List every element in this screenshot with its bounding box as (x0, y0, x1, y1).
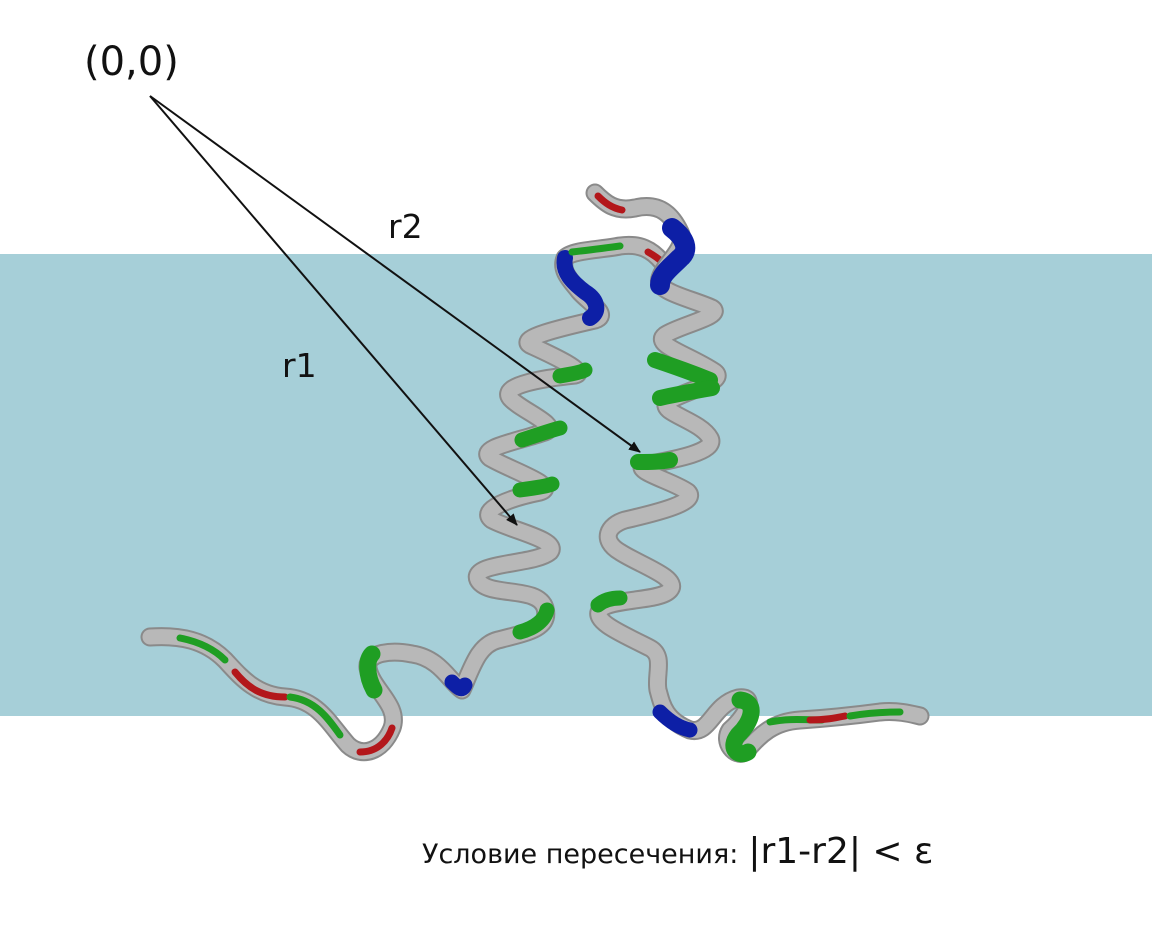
condition-text: Условие пересечения: (422, 839, 739, 870)
r1-arrow (149, 95, 518, 526)
r2-arrow (149, 95, 641, 453)
intersection-condition: Условие пересечения: |r1-r2| < ε (422, 834, 933, 870)
r2-label: r2 (388, 207, 423, 246)
right-helix (585, 183, 930, 763)
origin-label: (0,0) (84, 39, 179, 85)
left-helix (140, 235, 672, 762)
r1-label: r1 (282, 346, 317, 385)
condition-formula: |r1-r2| < ε (748, 831, 934, 872)
